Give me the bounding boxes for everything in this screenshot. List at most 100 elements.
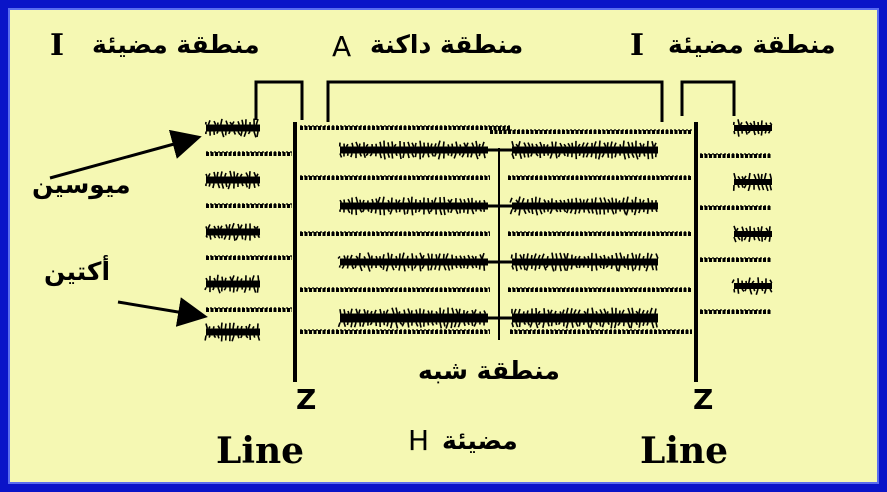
myosin-fragment-left-bristle: [243, 131, 247, 138]
myosin-filament-right-bristle: [519, 153, 523, 160]
myosin-filament-right-bristle: [607, 322, 610, 326]
myosin-filament-left-bristle: [479, 254, 483, 259]
myosin-filament-right-bristle: [555, 199, 558, 203]
myosin-fragment-left-bristle: [228, 235, 231, 241]
myosin-fragment-left-bristle: [253, 235, 256, 239]
myosin-filament-right-bristle: [554, 265, 557, 271]
myosin-filament-right-bristle: [605, 264, 609, 269]
i-band-right-bracket: [680, 80, 736, 116]
myosin-filament-right-bristle: [651, 153, 654, 159]
myosin-filament-right-bristle: [627, 322, 631, 329]
myosin-filament-right-bristle: [537, 322, 541, 326]
myosin-filament-right-bristle: [591, 307, 594, 314]
myosin-filament-right-bristle: [614, 153, 617, 158]
myosin-filament-right-bristle: [601, 322, 605, 328]
myosin-filament-left-bristle: [419, 140, 422, 147]
myosin-filament-left-bristle: [473, 309, 477, 314]
myosin-filament-left-bristle: [439, 322, 443, 329]
myosin-fragment-left-bristle: [207, 173, 211, 177]
myosin-fragment-right-bristle: [760, 130, 763, 136]
myosin-filament-left-bristle: [343, 255, 346, 259]
myosin-fragment-left-bristle: [205, 173, 208, 177]
myosin-filament-right-bristle: [522, 253, 525, 259]
myosin-fragment-right-bristle: [737, 119, 741, 126]
myosin-filament-right-bristle: [578, 153, 581, 157]
actin-label: أكتين: [44, 257, 111, 286]
myosin-filament-left-bristle: [478, 153, 481, 157]
myosin-fragment-right-bristle: [765, 122, 768, 126]
myosin-fragment-right-bristle: [761, 184, 765, 191]
myosin-filament-left-bristle: [350, 308, 353, 314]
myosin-filament-left-bristle: [362, 199, 365, 203]
myosin-filament-right-bristle: [646, 310, 649, 314]
myosin-filament-left-bristle: [389, 322, 393, 329]
myosin-filament-right-bristle: [631, 199, 634, 203]
myosin-filament-right-bristle: [578, 255, 581, 259]
myosin-fragment-left-bristle: [217, 335, 220, 339]
myosin-fragment-left-bristle: [225, 224, 228, 229]
myosin-filament-left-bristle: [471, 255, 475, 259]
myosin-filament-left-bristle: [403, 309, 406, 314]
myosin-filament-left-bristle: [447, 144, 450, 147]
myosin-fragment-right-bristle: [737, 236, 741, 241]
myosin-filament-right-bristle: [543, 209, 546, 213]
myosin-fragment-left-bristle: [220, 171, 223, 177]
myosin-filament-right-bristle: [517, 140, 521, 147]
myosin-filament-left-bristle: [382, 254, 385, 259]
myosin-fragment-left: [206, 328, 260, 336]
myosin-fragment-left-bristle: [212, 183, 215, 189]
myosin-filament-right-bristle: [563, 199, 566, 203]
myosin-filament-left-bristle: [395, 199, 398, 203]
myosin-filament-left-bristle: [351, 142, 354, 147]
myosin-filament-left-bristle: [421, 265, 425, 270]
myosin-filament-right-bristle: [626, 196, 629, 203]
myosin-fragment-right-bristle: [760, 173, 763, 180]
myosin-fragment-left-bristle: [245, 325, 248, 329]
myosin-filament-right-bristle: [597, 153, 601, 160]
myosin-filament-right-bristle: [619, 252, 623, 259]
myosin-filament-left-bristle: [451, 307, 455, 314]
myosin-filament-right-bristle: [611, 307, 614, 314]
myosin-filament-right-bristle: [527, 153, 530, 158]
myosin-filament-left-bristle: [361, 322, 365, 328]
myosin-fragment-left-bristle: [205, 226, 208, 229]
myosin-fragment-left-bristle: [240, 325, 243, 329]
myosin-fragment-left-bristle: [225, 183, 228, 188]
myosin-filament-left-bristle: [339, 199, 343, 203]
myosin-fragment-left-bristle: [253, 171, 257, 177]
myosin-filament-right-bristle: [627, 307, 631, 314]
myosin-filament-left-bristle: [387, 142, 390, 147]
myosin-filament-right-bristle: [525, 265, 529, 271]
myosin-filament-left-bristle: [350, 322, 353, 328]
myosin-fragment-left-bristle: [205, 277, 208, 281]
myosin-fragment-right-bristle: [767, 130, 771, 134]
myosin-filament-left-bristle: [481, 141, 485, 147]
myosin-filament-right-bristle: [634, 196, 637, 203]
myosin-filament-right-bristle: [530, 153, 533, 157]
myosin-filament-right-bristle: [546, 255, 549, 259]
myosin-fragment-right-bristle: [748, 172, 751, 180]
myosin-filament-left-bristle: [430, 143, 433, 147]
myosin-fragment-right-bristle: [737, 175, 741, 180]
myosin-filament-right-bristle: [554, 141, 557, 147]
myosin-filament-left-bristle: [413, 265, 417, 269]
myosin-filament-right-bristle: [570, 308, 573, 314]
myosin-filament-right-bristle: [539, 141, 543, 147]
myosin-filament-right-bristle: [607, 256, 610, 259]
myosin-filament-right-bristle: [534, 265, 537, 271]
myosin-fragment-left: [206, 176, 260, 184]
myosin-filament-left-bristle: [403, 209, 406, 215]
i-band-left-label: منطقة مضيئة: [92, 30, 260, 59]
myosin-filament-right-bristle: [603, 142, 607, 147]
myosin-filament-right-bristle: [587, 209, 591, 214]
myosin-fragment-left-bristle: [241, 119, 244, 125]
myosin-fragment-right-bristle: [743, 175, 747, 180]
myosin-filament-left-bristle: [455, 141, 458, 147]
myosin-filament-right-bristle: [523, 209, 527, 215]
myosin-fragment-left-bristle: [205, 323, 209, 329]
myosin-fragment-right-bristle: [757, 184, 761, 191]
myosin-filament-left-bristle: [339, 309, 342, 314]
myosin-fragment-right-bristle: [769, 279, 773, 284]
myosin-fragment-left-bristle: [257, 275, 260, 281]
myosin-fragment-right-bristle: [737, 130, 740, 137]
